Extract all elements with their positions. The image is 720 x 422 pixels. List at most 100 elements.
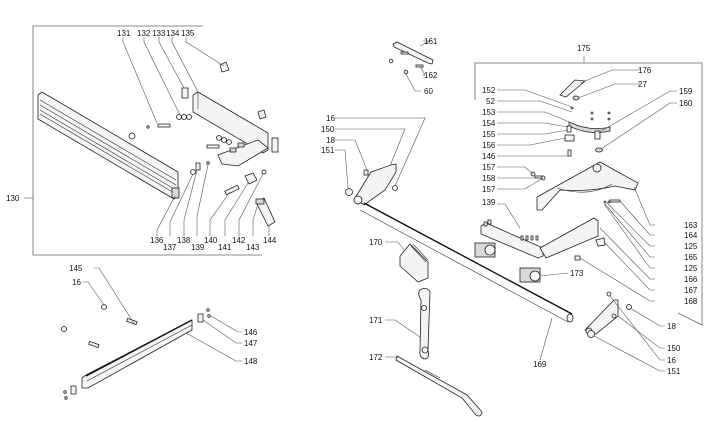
callout-170: 170	[369, 238, 383, 247]
callout-168: 168	[684, 297, 698, 306]
pin-139	[206, 161, 210, 165]
spring-155	[566, 125, 572, 133]
callout-166: 166	[684, 275, 698, 284]
spring-138	[195, 162, 201, 171]
nut-16-right	[606, 291, 612, 297]
callout-148: 148	[244, 357, 258, 366]
stop-156	[564, 134, 575, 142]
washers-132	[176, 114, 192, 120]
callout-164: 164	[684, 231, 698, 240]
callout-144: 144	[263, 236, 277, 245]
tube-169: 169	[359, 202, 574, 369]
accessories-group: 170 171 172	[369, 238, 483, 417]
callout-132: 132	[137, 29, 151, 38]
callout-131: 131	[117, 29, 131, 38]
callout-150-left: 150	[321, 125, 335, 134]
clamp-167	[595, 237, 606, 247]
callout-172: 172	[369, 353, 383, 362]
bushing-151-right	[587, 330, 595, 338]
callout-16: 16	[72, 278, 81, 287]
callout-153: 153	[482, 108, 496, 117]
callout-150-right: 150	[667, 344, 681, 353]
top-bracket-group: 161 162 60	[388, 37, 438, 96]
callout-16-right: 16	[667, 356, 676, 365]
push-stick-172	[395, 355, 483, 417]
callout-158: 158	[482, 174, 496, 183]
screw-131	[157, 123, 171, 128]
scale-153	[568, 121, 611, 134]
lock-handle-176	[559, 79, 586, 98]
callout-141: 141	[218, 243, 232, 252]
callout-18-left: 18	[326, 136, 335, 145]
callout-151-left: 151	[321, 146, 335, 155]
end-cap	[70, 385, 77, 395]
washer-160	[595, 147, 603, 153]
fence-extrusion	[37, 91, 180, 200]
callout-175: 175	[577, 44, 591, 53]
bolt	[88, 340, 100, 349]
callout-169: 169	[533, 360, 547, 369]
callout-161: 161	[424, 37, 438, 46]
callout-142: 142	[232, 236, 246, 245]
end-cap	[271, 137, 279, 153]
callout-159: 159	[679, 87, 693, 96]
screw	[206, 144, 220, 149]
callout-145: 145	[69, 264, 83, 273]
washer-27	[572, 95, 580, 101]
callout-171: 171	[369, 316, 383, 325]
bracket-161	[392, 41, 434, 65]
screw-162	[415, 64, 424, 68]
callout-173: 173	[570, 269, 584, 278]
callout-155: 155	[482, 130, 496, 139]
callout-156: 156	[482, 141, 496, 150]
screw-146	[567, 149, 572, 157]
callout-147: 147	[244, 339, 258, 348]
callout-160: 160	[679, 99, 693, 108]
washers	[216, 135, 232, 145]
callout-16-left: 16	[326, 114, 335, 123]
clip	[257, 109, 267, 120]
callout-146: 146	[244, 328, 258, 337]
callout-139: 139	[191, 243, 205, 252]
screw-18	[363, 169, 369, 176]
callout-27: 27	[638, 80, 647, 89]
bolt-140	[224, 184, 240, 196]
bracket-150	[354, 163, 397, 206]
callout-139-miter: 139	[482, 198, 496, 207]
nut-142	[261, 169, 267, 175]
nut-16	[392, 185, 398, 191]
callout-18-right: 18	[667, 322, 676, 331]
callout-138: 138	[177, 236, 191, 245]
rail-148	[81, 319, 193, 389]
callout-137: 137	[163, 243, 177, 252]
callout-157-b: 157	[482, 185, 496, 194]
slider-block-173	[519, 267, 541, 283]
nut	[128, 132, 136, 140]
clip-135	[219, 61, 230, 73]
screw-152	[570, 106, 574, 110]
left-support-group: 16 150 18 151	[321, 114, 426, 206]
slider-block	[474, 242, 496, 258]
callout-151-right: 151	[667, 367, 681, 376]
guide-bar	[480, 217, 599, 259]
pin-159	[594, 130, 601, 140]
screw-168	[574, 255, 581, 261]
pointer-164	[609, 199, 621, 203]
callout-143: 143	[246, 243, 260, 252]
group-bracket-130	[32, 25, 262, 256]
callout-167: 167	[684, 286, 698, 295]
callout-125: 125	[684, 242, 698, 251]
callout-135: 135	[181, 29, 195, 38]
callout-140: 140	[204, 236, 218, 245]
fence-head	[181, 61, 279, 167]
miter-gauge-group: 175	[474, 44, 703, 376]
callout-125-b: 125	[684, 264, 698, 273]
wrench-171	[418, 288, 431, 360]
callout-163: 163	[684, 221, 698, 230]
end-cap-147	[197, 313, 204, 323]
nut-137	[190, 169, 196, 175]
callout-136: 136	[150, 236, 164, 245]
callout-146-miter: 146	[482, 152, 496, 161]
callout-152: 152	[482, 86, 496, 95]
